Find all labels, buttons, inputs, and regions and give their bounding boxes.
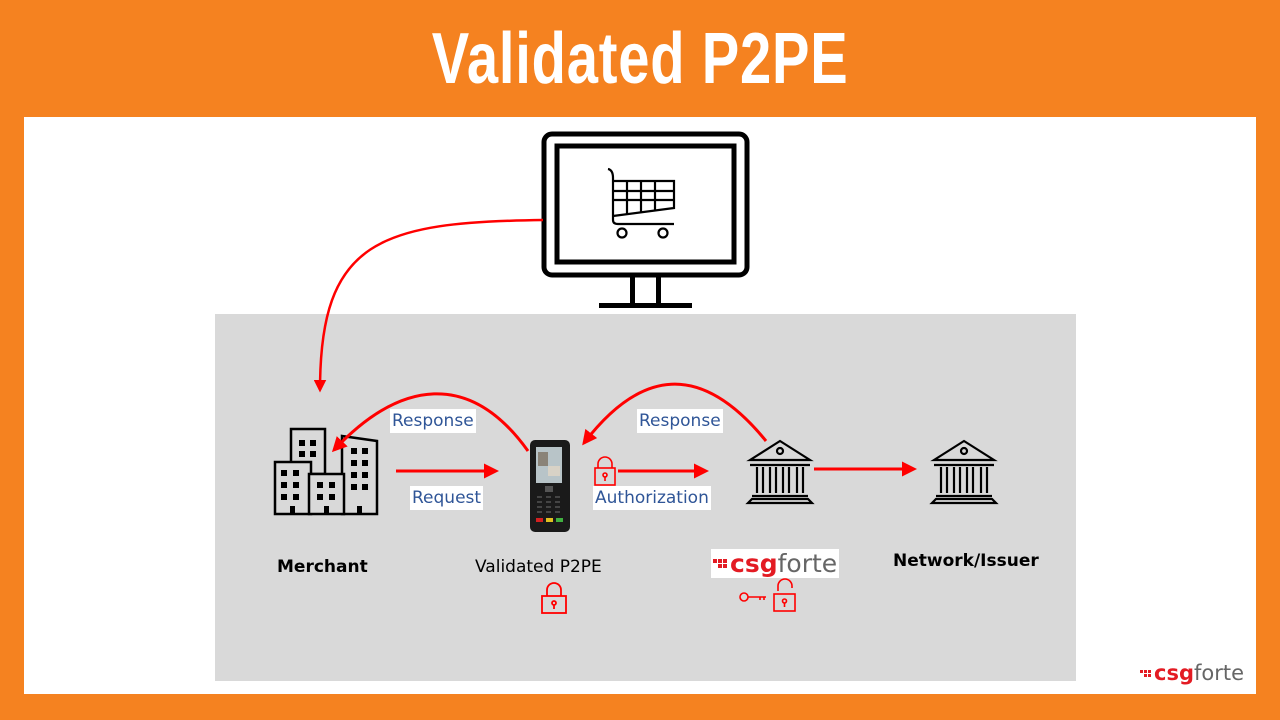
terminal-label: Validated P2PE — [475, 557, 602, 577]
arrow-computer-to-merchant — [313, 218, 544, 393]
arrow-gateway-to-terminal — [582, 382, 768, 446]
shopping-cart-icon — [607, 167, 676, 239]
office-buildings-icon — [273, 427, 379, 516]
footer-logo-mark-icon — [1140, 669, 1151, 677]
gateway-logo: csg forte — [711, 549, 840, 578]
network-issuer-label: Network/Issuer — [893, 551, 1039, 571]
merchant-label: Merchant — [277, 557, 368, 577]
logo-mark-icon — [713, 559, 727, 568]
response-label-merchant: Response — [390, 409, 476, 433]
footer-logo: csg forte — [1140, 660, 1244, 686]
arrow-terminal-to-merchant — [331, 392, 530, 453]
network-bank-icon — [929, 439, 999, 505]
unlocked-lock-icon — [773, 578, 796, 612]
key-icon — [739, 592, 766, 602]
slide-title-bar: Validated P2PE — [0, 0, 1280, 117]
terminal-lock-icon — [541, 582, 567, 614]
request-label: Request — [410, 486, 484, 510]
authorization-lock-icon — [594, 456, 616, 486]
monitor-icon — [541, 131, 750, 308]
payment-terminal-icon — [530, 440, 570, 532]
gateway-bank-icon — [745, 439, 815, 505]
slide-title: Validated P2PE — [431, 18, 849, 99]
authorization-label: Authorization — [593, 486, 711, 510]
response-label-gateway: Response — [637, 409, 723, 433]
